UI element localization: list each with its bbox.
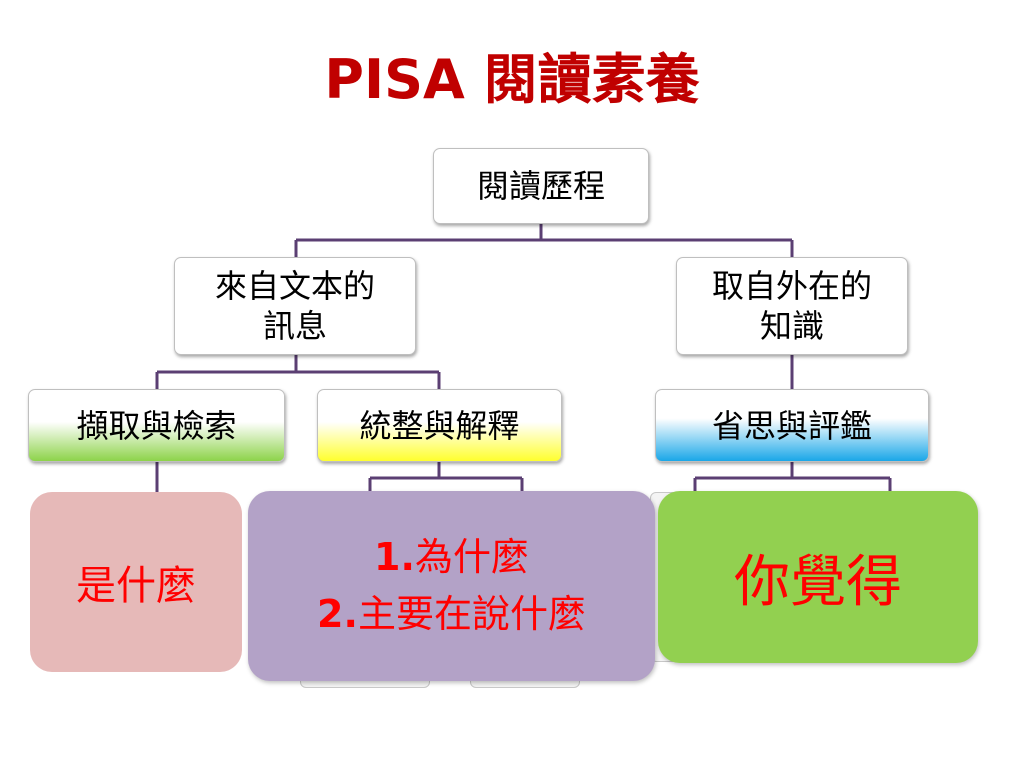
- node-retrieve-and-access: 擷取與檢索: [28, 389, 285, 462]
- connector-root-to-branches: [294, 224, 794, 257]
- node-integrate-and-interpret: 統整與解釋: [317, 389, 562, 462]
- connector-integrate-down: [368, 462, 524, 492]
- card-why: 1.為什麼 2.主要在說什麼: [248, 491, 655, 681]
- card-what: 是什麼: [30, 492, 242, 672]
- card-what-text: 是什麼: [76, 563, 196, 609]
- connector-text-branch-to-processes: [155, 355, 441, 389]
- card-why-line-1-number: 1.: [374, 535, 415, 579]
- card-why-line-2-number: 2.: [317, 592, 358, 636]
- node-external-knowledge: 取自外在的 知識: [676, 257, 908, 355]
- card-opinion-text: 你覺得: [734, 549, 902, 615]
- connector-reflect-down: [693, 462, 892, 492]
- card-why-line-1: 1.為什麼: [374, 529, 529, 586]
- card-opinion: 你覺得: [658, 491, 978, 663]
- node-text-based-information: 來自文本的 訊息: [174, 257, 416, 355]
- node-reflect-and-evaluate: 省思與評鑑: [655, 389, 929, 462]
- card-why-line-2-text: 主要在說什麼: [357, 592, 586, 636]
- card-why-line-2: 2.主要在說什麼: [317, 586, 586, 643]
- node-reading-process: 閱讀歷程: [433, 148, 649, 224]
- slide-title: PISA 閱讀素養: [324, 48, 700, 111]
- card-why-line-1-text: 為什麼: [414, 535, 529, 579]
